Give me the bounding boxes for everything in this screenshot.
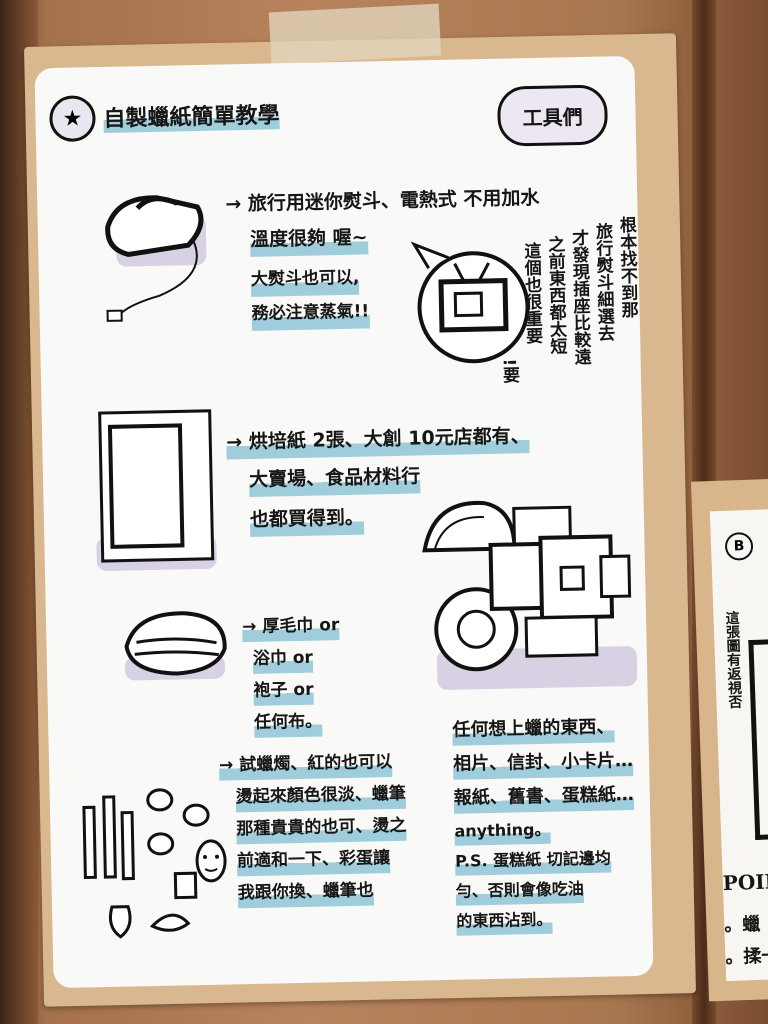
- title-row: ★ 自製蠟紙簡單教學 工具們: [49, 84, 610, 156]
- star-icon: ★: [49, 95, 96, 143]
- paper-note-3: 也都買得到。: [249, 501, 365, 537]
- paper-note-2: 大賣場、食品材料行: [248, 460, 421, 497]
- items-note-7: 的東西沾到。: [456, 905, 553, 936]
- candle-note-3: 那種貴貴的也可、燙之: [236, 810, 407, 845]
- tv-note-2: 旅行熨斗細選去: [591, 222, 615, 342]
- candle-note-5: 我跟你換、蠟筆也: [237, 875, 375, 909]
- right-page-point: POIN: [722, 869, 768, 896]
- iron-note-4: 務必注意蒸氣!!: [251, 295, 370, 331]
- right-page-badge: B: [724, 531, 754, 561]
- tv-note-5: 這個也很重要: [520, 241, 543, 345]
- right-page-vertical-text: 這張圖有返視否: [723, 610, 743, 709]
- items-note-6: 勻、否則會像吃油: [455, 875, 585, 906]
- towel-icon: [124, 611, 227, 676]
- iron-icon: [105, 195, 204, 322]
- cloth-note-1: → 厚毛巾 or: [241, 610, 340, 643]
- tv-note-4: 之前東西都太短: [544, 235, 567, 355]
- iron-note-1: → 旅行用迷你熨斗、電熱式 不用加水: [225, 186, 540, 216]
- iron-note-2: 溫度很夠 喔~: [249, 221, 368, 257]
- baking-paper-icon: [98, 409, 215, 563]
- face-doodle-icon: [195, 839, 227, 883]
- page-title: 自製蠟紙簡單教學: [103, 97, 280, 133]
- paper-note-1: → 烘培紙 2張、大創 10元店都有、: [225, 420, 531, 460]
- right-page-frame: [748, 638, 768, 840]
- cloth-note-3: 袍子 or: [253, 674, 314, 706]
- masking-tape: [268, 3, 442, 65]
- iron-note-3: 大熨斗也可以,: [250, 261, 360, 297]
- paper-pile-icon: [422, 501, 632, 672]
- cloth-note-2: 浴巾 or: [252, 642, 314, 674]
- tv-note-1: 根本找不到那: [615, 215, 638, 319]
- candle-note-2: 燙起來顏色很淡、蠟筆: [235, 778, 407, 813]
- tv-bubble-icon: [410, 241, 530, 364]
- cloth-note-4: 任何布。: [253, 706, 323, 738]
- tools-badge: 工具們: [496, 84, 609, 147]
- items-note-2: 相片、信封、小卡片…: [452, 746, 634, 780]
- right-page-line-2: 。揉一: [725, 945, 768, 969]
- candles-icon: [82, 788, 210, 939]
- candle-note-4: 前適和一下、彩蛋讓: [236, 843, 391, 877]
- items-note-1: 任何想上蠟的東西、: [452, 712, 615, 746]
- items-note-4: anything。: [454, 815, 551, 846]
- items-note-3: 報紙、舊書、蛋糕紙…: [453, 779, 635, 814]
- candle-note-1: → 試蠟燭、紅的也可以: [218, 747, 393, 781]
- tv-note-3: 才發現插座比較遠: [567, 228, 591, 366]
- items-note-5: P.S. 蛋糕紙 切記邊均: [454, 844, 612, 876]
- right-page-line-1: 。蠟: [723, 913, 761, 937]
- tutorial-page: ★ 自製蠟紙簡單教學 工具們 → 旅行用迷你熨斗、電熱式 不用加水 溫度很夠 喔…: [34, 55, 654, 989]
- tv-note-6: !要: [498, 358, 520, 384]
